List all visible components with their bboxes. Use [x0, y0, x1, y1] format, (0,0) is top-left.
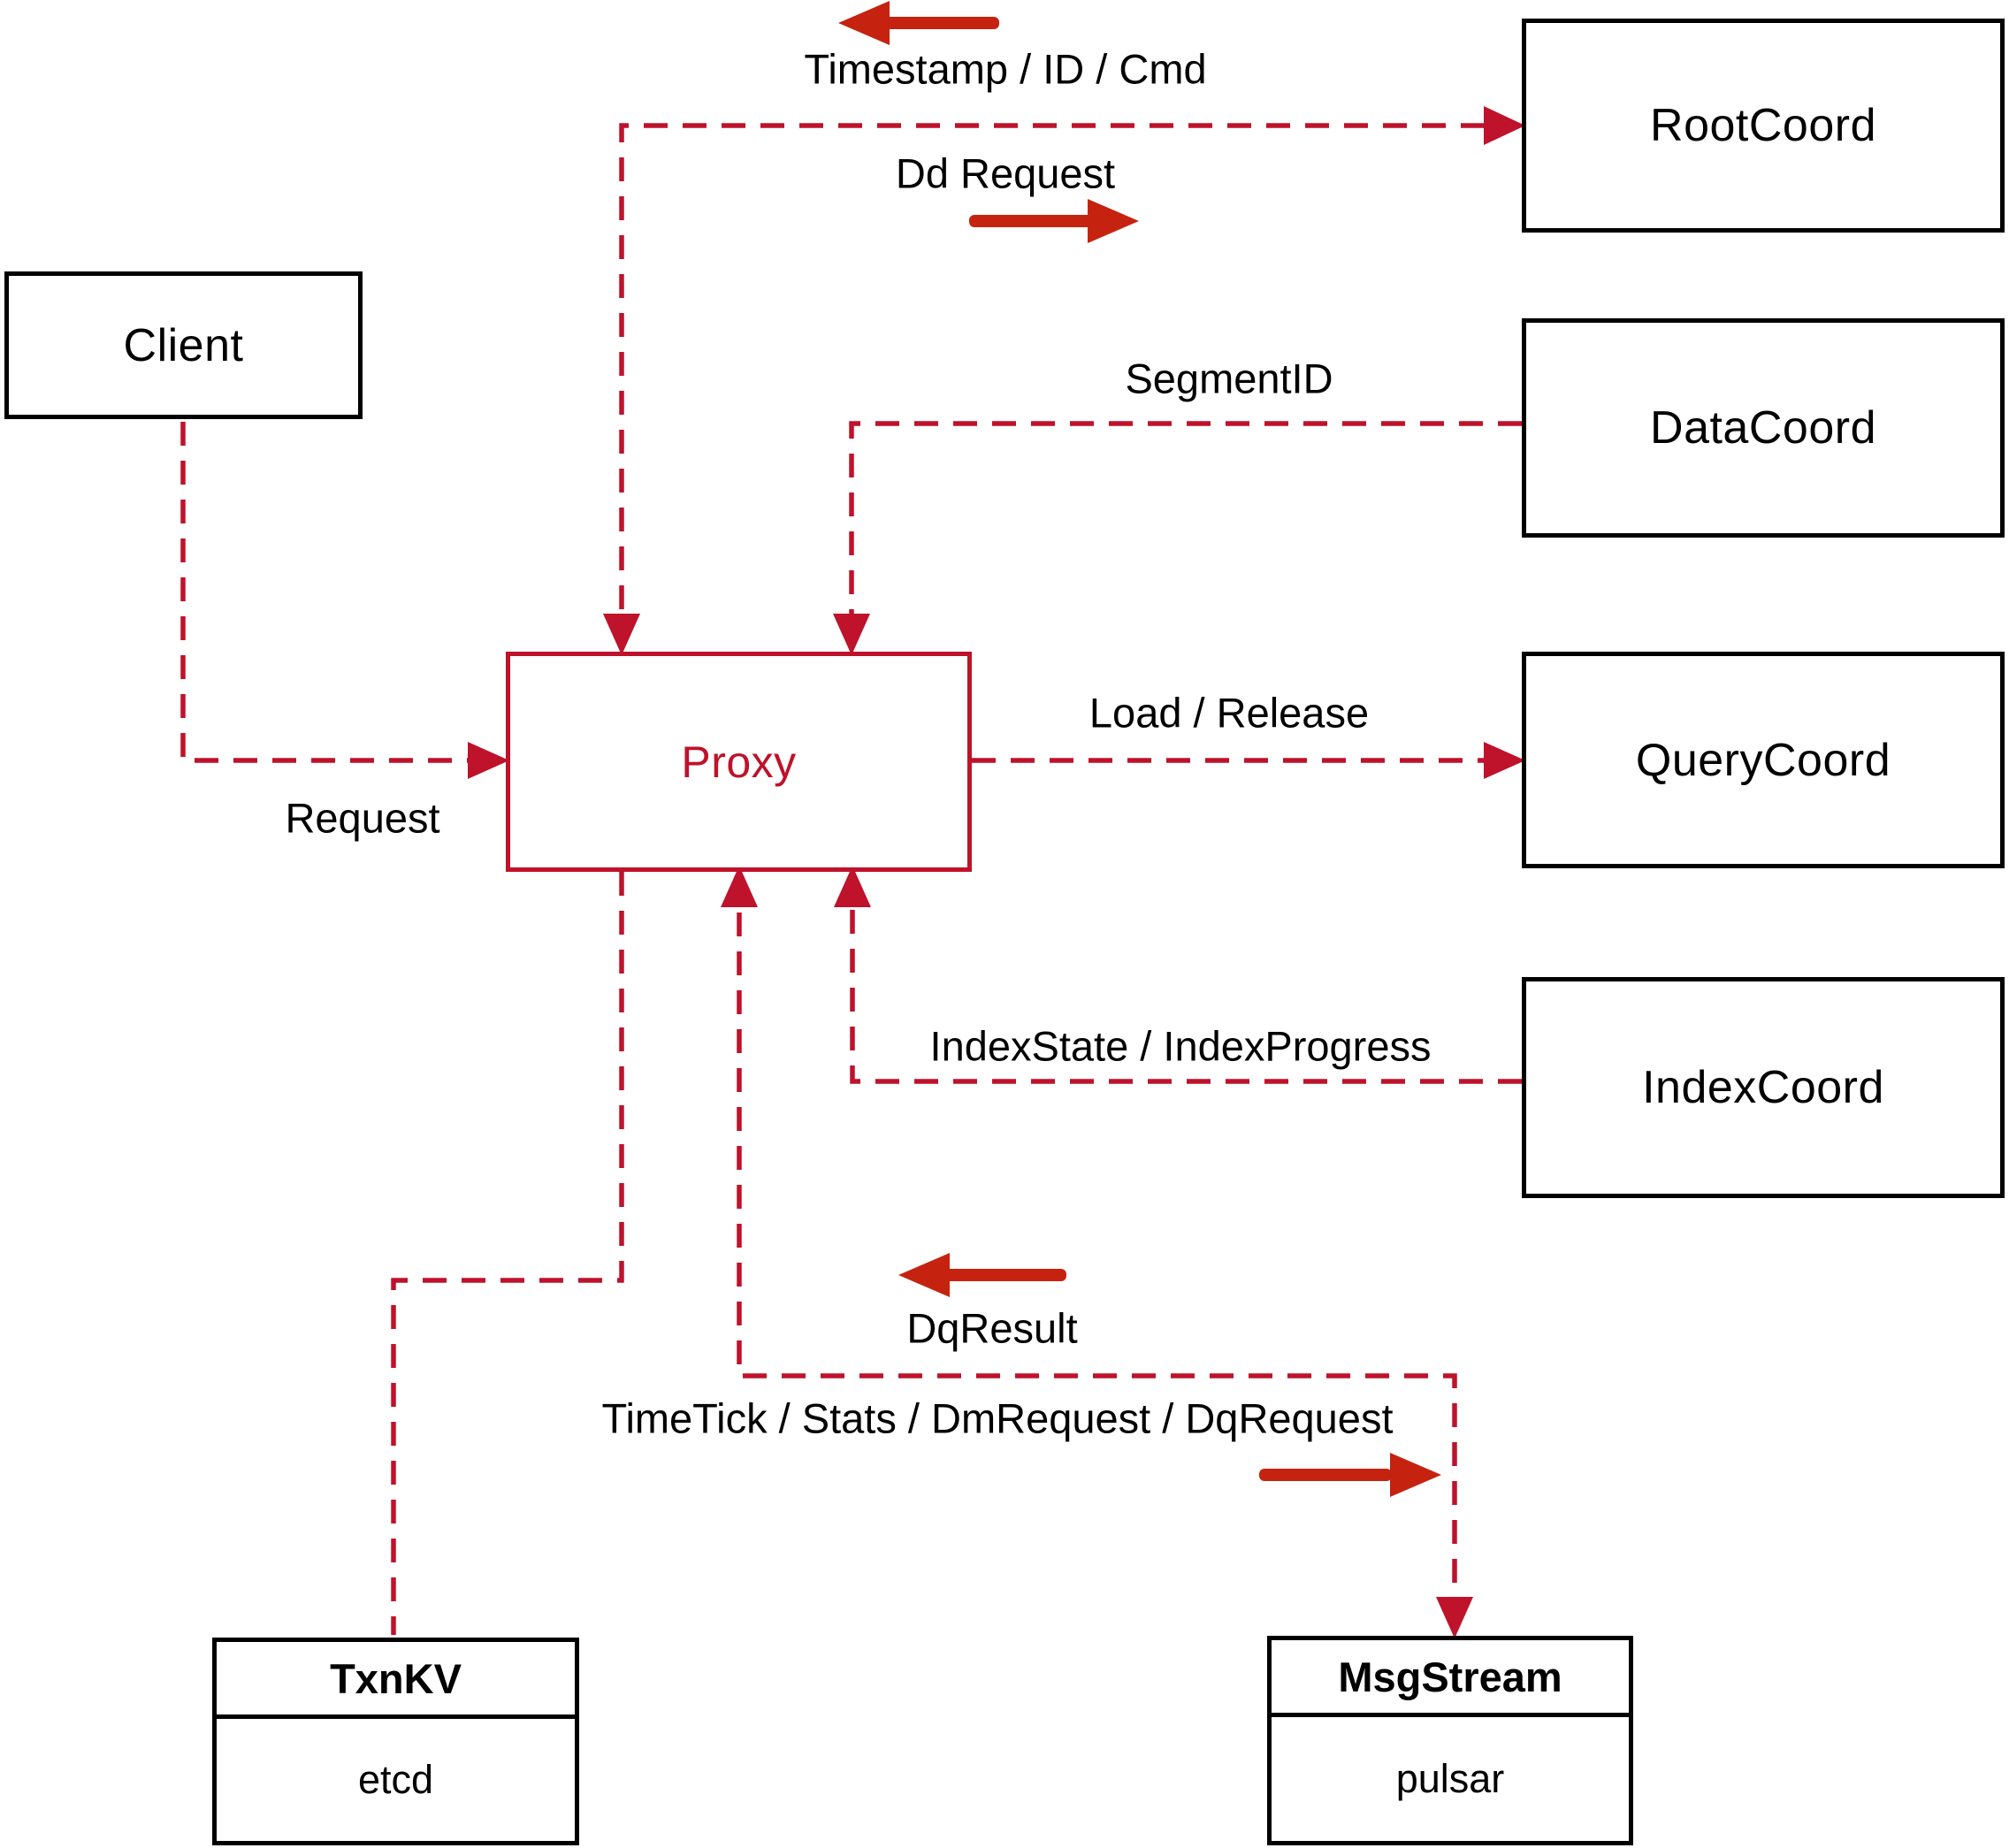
label-dq-result: DqResult: [906, 1304, 1078, 1352]
node-client: Client: [4, 271, 363, 419]
arrowhead-into-proxy-top-right: [833, 614, 870, 655]
datacoord-label: DataCoord: [1650, 402, 1876, 454]
direction-arrow-dqresult-left: [898, 1253, 1066, 1297]
arrowhead-into-proxy-top-left: [603, 614, 640, 655]
txnkv-title: TxnKV: [217, 1642, 575, 1719]
node-rootcoord: RootCoord: [1522, 19, 2005, 233]
edge-proxy-rootcoord: [619, 123, 1517, 648]
arrowhead-into-proxy-bottom-right: [834, 866, 871, 907]
indexcoord-label: IndexCoord: [1642, 1062, 1884, 1113]
edge-proxy-txnkv: [391, 872, 624, 1635]
proxy-label: Proxy: [681, 737, 797, 787]
edge-proxy-msgstream: [737, 874, 1457, 1631]
label-segment-id: SegmentID: [1125, 355, 1333, 402]
txnkv-impl: etcd: [357, 1757, 434, 1802]
querycoord-label: QueryCoord: [1635, 734, 1891, 786]
arrowhead-into-querycoord: [1484, 742, 1525, 779]
direction-arrow-ddrequest-right: [969, 199, 1139, 243]
msgstream-impl: pulsar: [1395, 1756, 1505, 1801]
label-load-release: Load / Release: [1089, 689, 1370, 737]
label-request: Request: [285, 794, 440, 842]
client-label: Client: [123, 319, 244, 371]
msgstream-title: MsgStream: [1272, 1640, 1629, 1717]
node-datacoord: DataCoord: [1522, 318, 2005, 538]
label-index-state-progress: IndexState / IndexProgress: [929, 1022, 1432, 1070]
edge-datacoord-proxy: [849, 421, 1522, 648]
edge-indexcoord-proxy: [850, 874, 1522, 1084]
node-txnkv: TxnKV etcd: [212, 1638, 579, 1845]
direction-arrow-timetick-right: [1259, 1453, 1441, 1497]
rootcoord-label: RootCoord: [1650, 100, 1876, 151]
edge-client-proxy: [180, 422, 501, 763]
label-timetick-stats: TimeTick / Stats / DmRequest / DqRequest: [601, 1394, 1394, 1442]
direction-arrow-timestamp-left: [838, 1, 999, 45]
label-timestamp-id-cmd: Timestamp / ID / Cmd: [804, 45, 1207, 93]
node-indexcoord: IndexCoord: [1522, 977, 2005, 1198]
arrowhead-into-msgstream: [1436, 1597, 1473, 1638]
node-querycoord: QueryCoord: [1522, 652, 2005, 868]
arrowhead-into-proxy-left: [468, 742, 509, 779]
node-msgstream: MsgStream pulsar: [1267, 1636, 1633, 1845]
arrowhead-into-proxy-bottom-mid: [721, 866, 758, 907]
label-dd-request: Dd Request: [895, 149, 1116, 197]
arrowhead-into-rootcoord: [1484, 106, 1525, 145]
node-proxy: Proxy: [506, 652, 972, 872]
